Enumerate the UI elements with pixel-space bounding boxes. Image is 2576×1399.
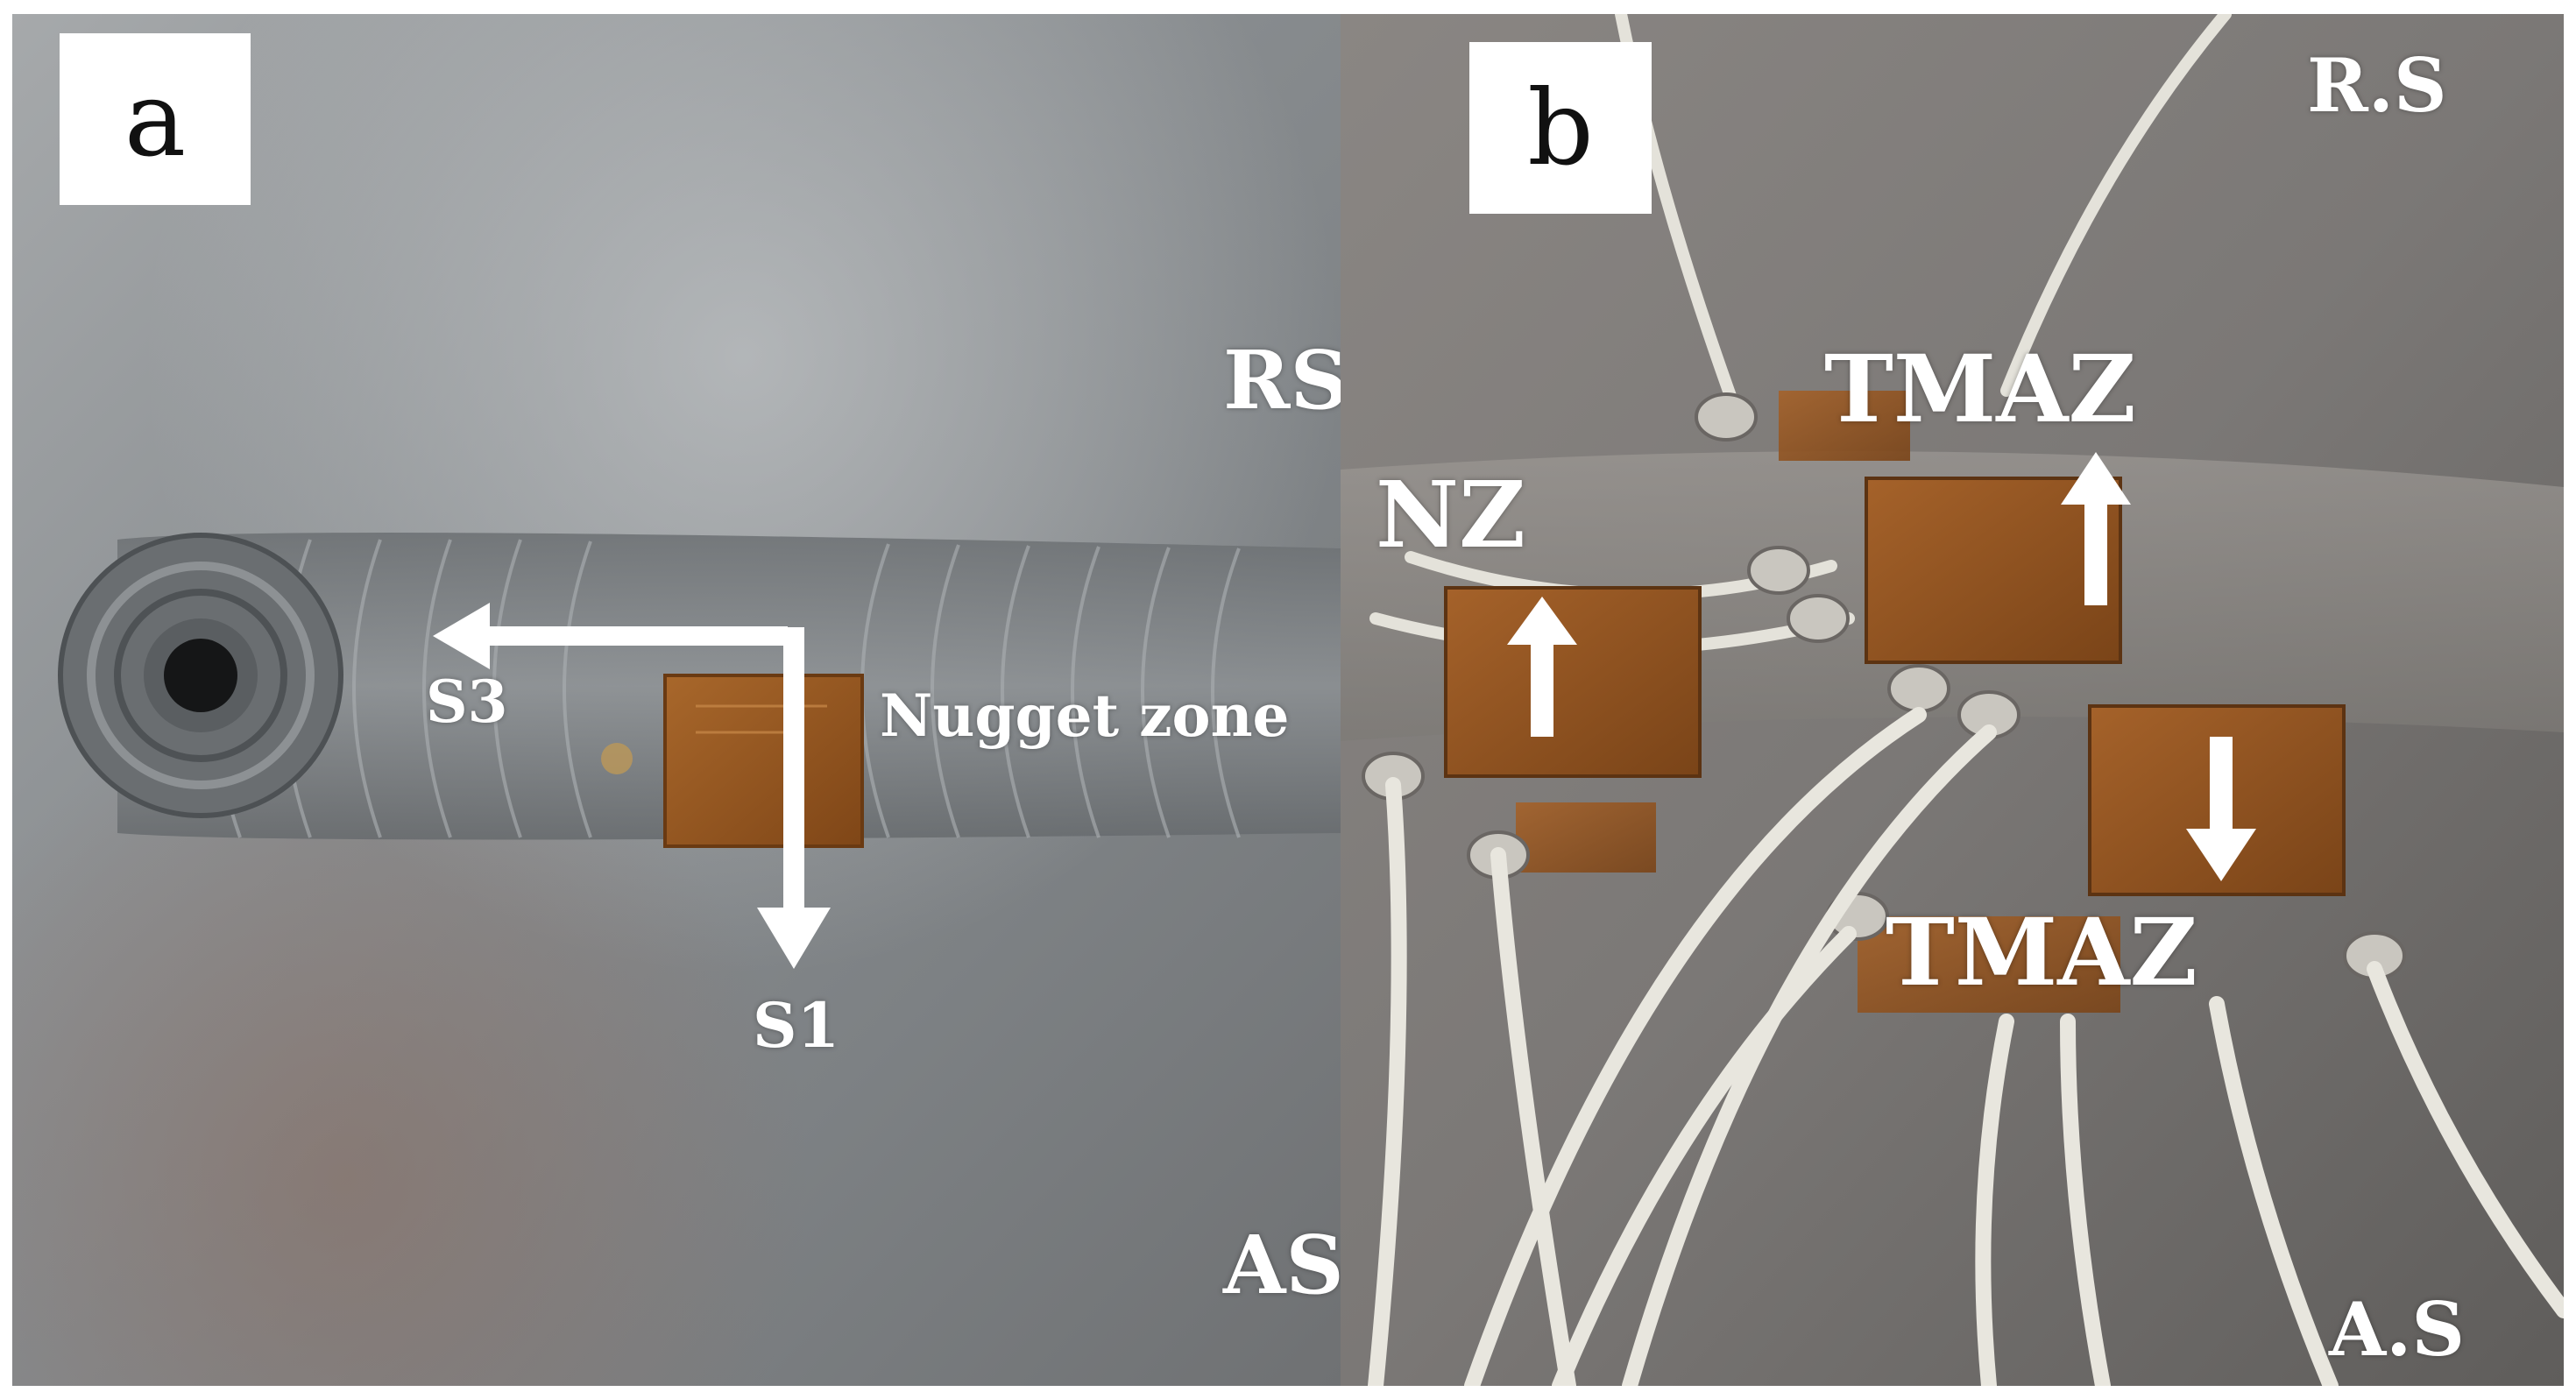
wire-connectors <box>1362 392 2406 980</box>
wires-lower <box>1368 707 2564 1386</box>
exit-hole <box>58 533 343 818</box>
panel-a-letter: a <box>60 33 251 205</box>
arrow-tmaz-bottom <box>2186 737 2256 881</box>
a-s-label: A.S <box>2329 1286 2466 1373</box>
rs-label: RS <box>1223 333 1348 427</box>
s1-label: S1 <box>753 989 840 1062</box>
tmaz-bottom-label: TMAZ <box>1886 897 2197 1007</box>
as-label: AS <box>1223 1218 1344 1312</box>
nz-label: NZ <box>1376 461 1525 569</box>
nugget-zone-label: Nugget zone <box>880 682 1290 750</box>
arrow-s3 <box>433 603 788 669</box>
arrow-tmaz-top <box>2061 452 2131 605</box>
r-s-label: R.S <box>2307 42 2447 129</box>
arrow-s1 <box>757 627 831 969</box>
tmaz-top-label: TMAZ <box>1824 334 2136 443</box>
panel-b-photo: b R.S A.S NZ TMAZ TMAZ <box>1341 14 2564 1386</box>
arrow-nz <box>1507 597 1577 737</box>
panel-b-photo-drawing <box>1341 14 2564 1386</box>
panel-a-photo: a S3 S1 Nugget zone <box>12 14 1341 1386</box>
s3-label: S3 <box>426 668 508 736</box>
panel-a-photo-drawing <box>12 14 1341 1386</box>
strain-gauge <box>663 674 864 848</box>
panel-b-letter: b <box>1469 42 1652 214</box>
